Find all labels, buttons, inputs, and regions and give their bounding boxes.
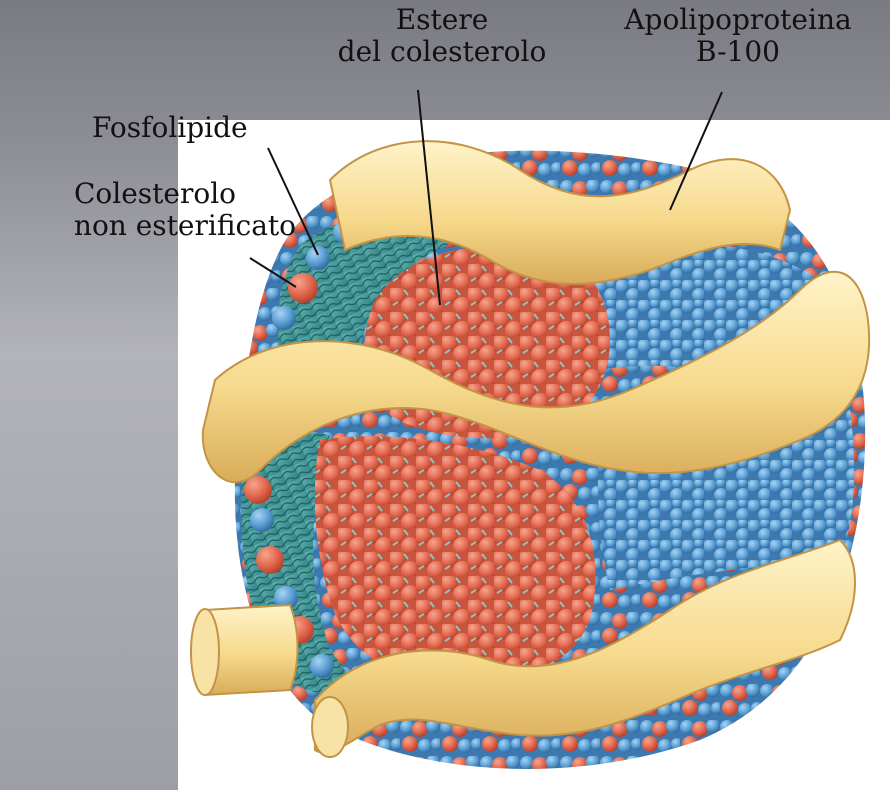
label-cholesteryl-ester: Estere del colesterolo bbox=[322, 4, 562, 68]
label-phospholipid-text: Fosfolipide bbox=[92, 112, 248, 144]
label-apolipoprotein-line1: Apolipoproteina bbox=[592, 4, 884, 36]
label-free-cholesterol-line1: Colesterolo bbox=[14, 178, 296, 210]
label-free-cholesterol: Colesterolo non esterificato bbox=[14, 178, 296, 242]
label-phospholipid: Fosfolipide bbox=[92, 112, 248, 144]
label-apolipoprotein: Apolipoproteina B-100 bbox=[592, 4, 884, 68]
label-cholesteryl-ester-line2: del colesterolo bbox=[322, 36, 562, 68]
label-cholesteryl-ester-line1: Estere bbox=[322, 4, 562, 36]
label-free-cholesterol-line2: non esterificato bbox=[14, 210, 296, 242]
label-apolipoprotein-line2: B-100 bbox=[592, 36, 884, 68]
